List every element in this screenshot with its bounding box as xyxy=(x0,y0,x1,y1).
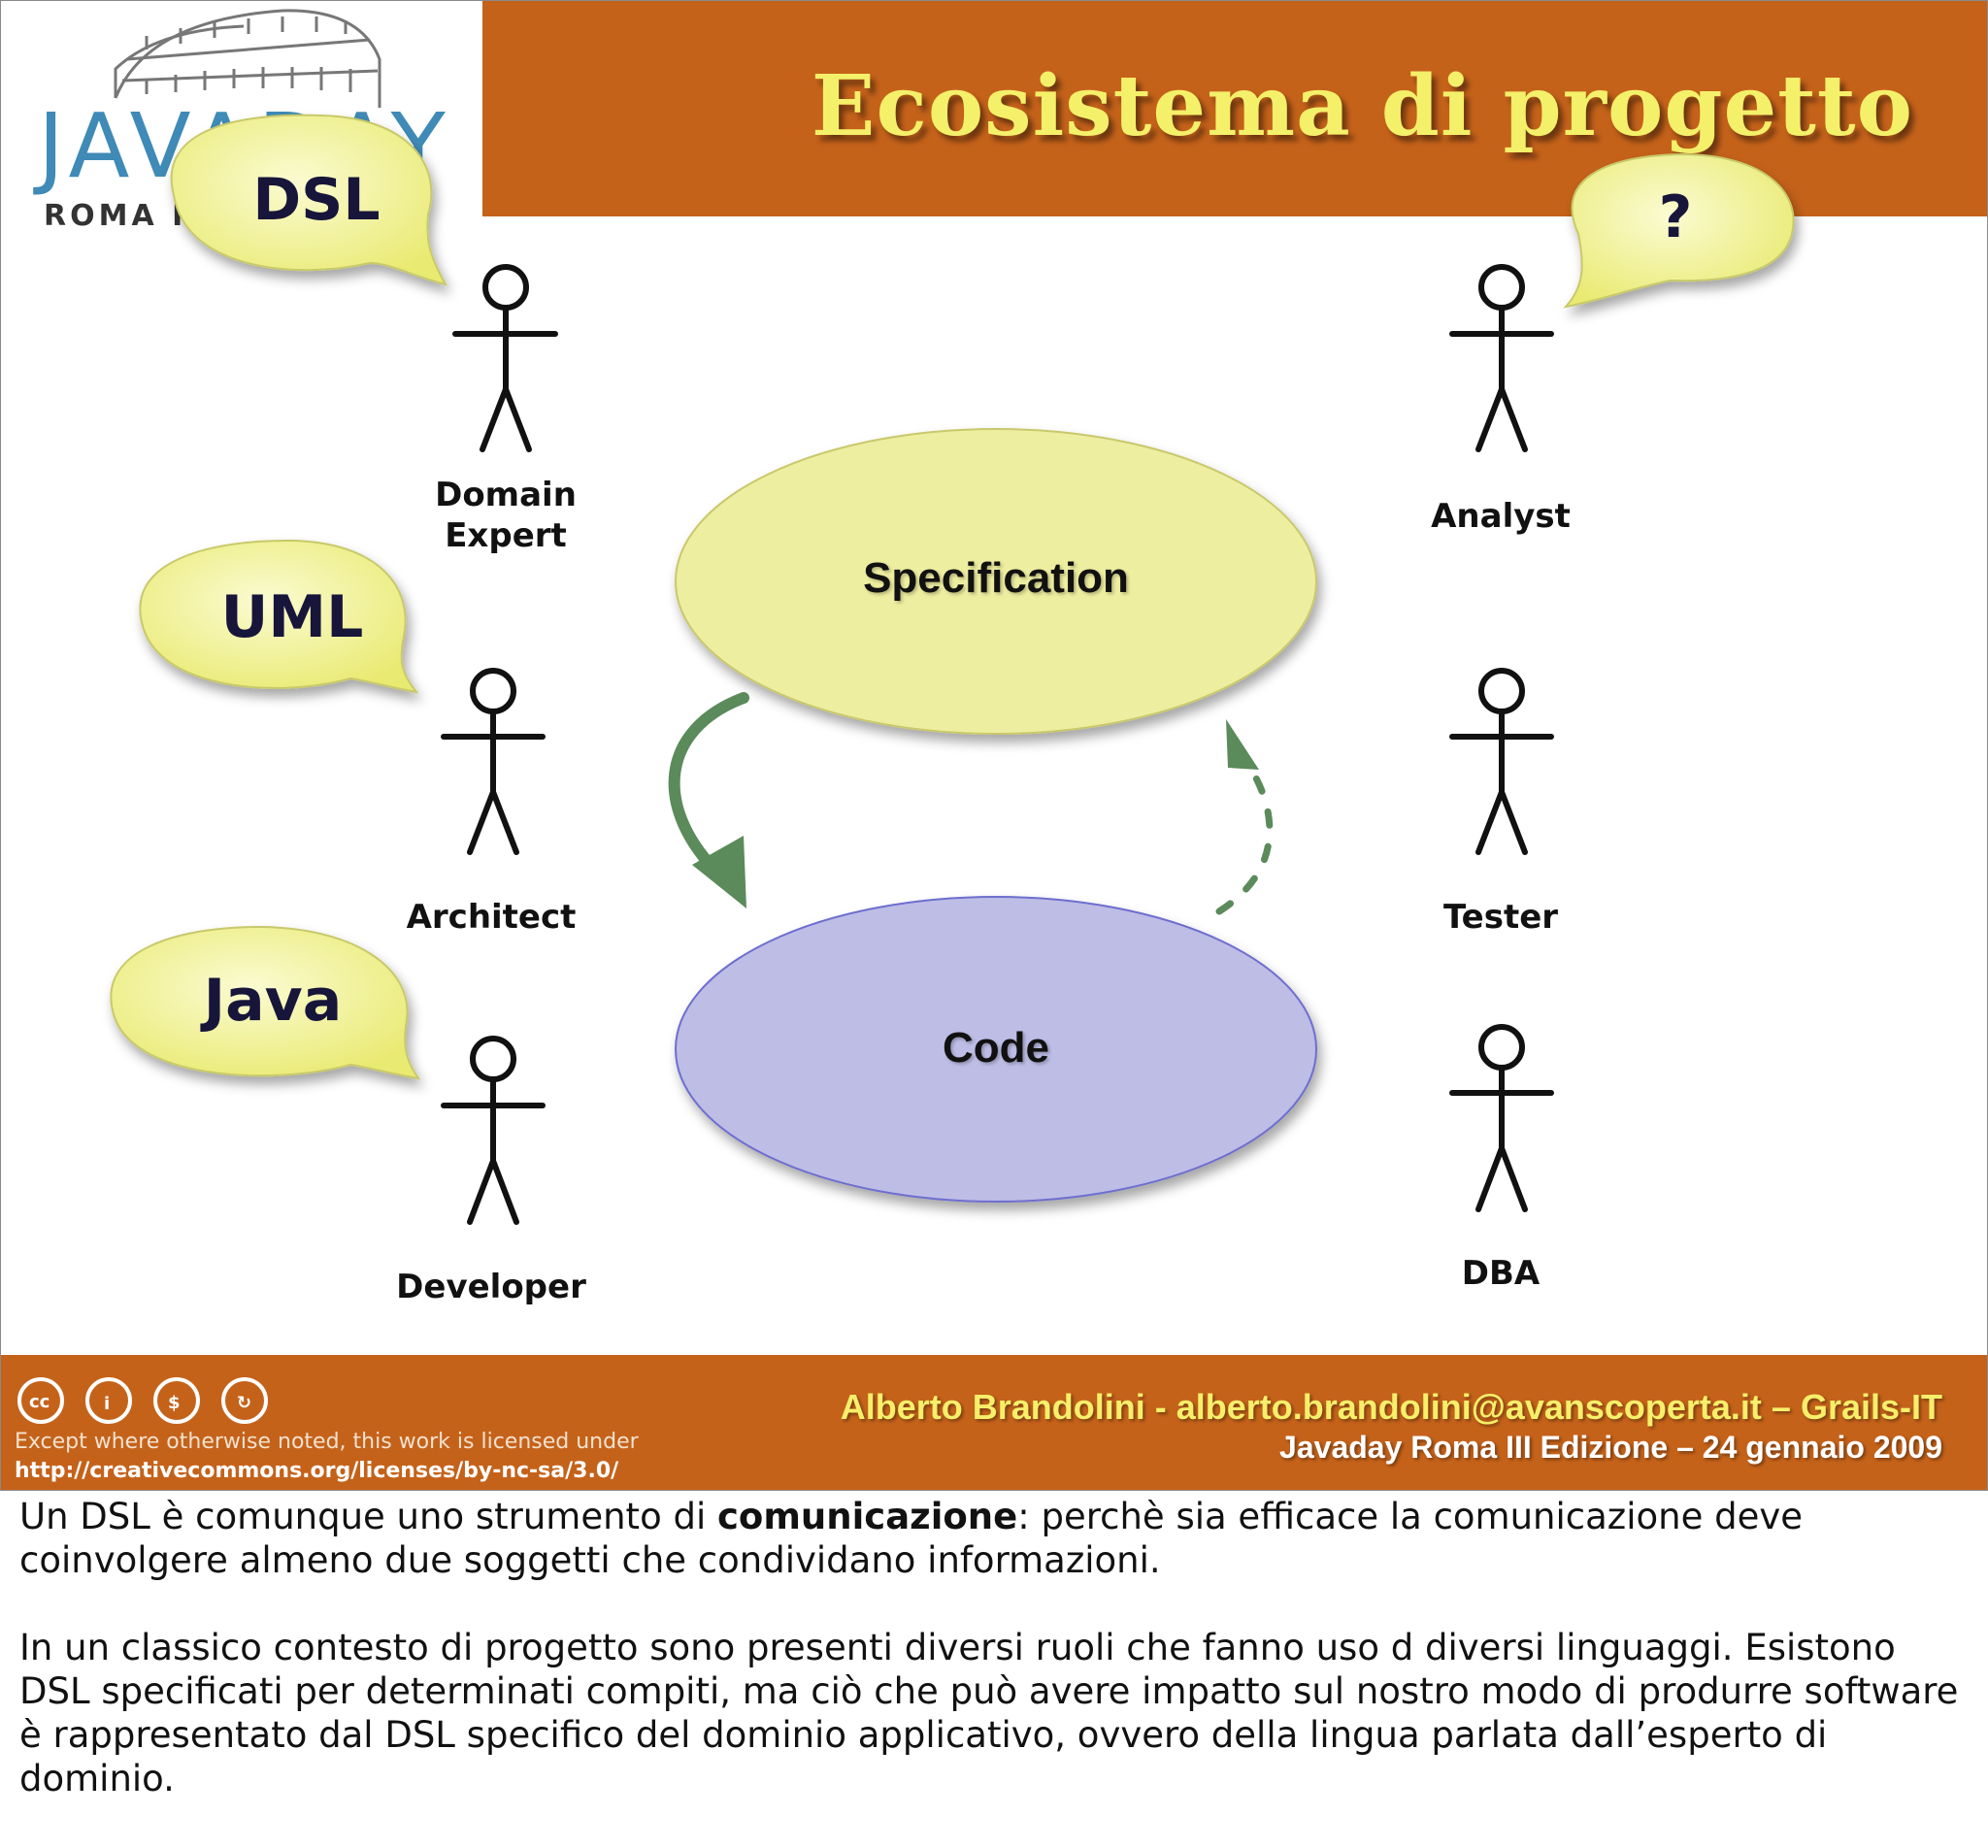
analyst-stick-figure xyxy=(1449,264,1554,452)
notes-paragraph-2: In un classico contesto di progetto sono… xyxy=(19,1627,1959,1799)
colosseum-icon xyxy=(114,9,381,108)
notes-paragraph-1: Un DSL è comunque uno strumento di comun… xyxy=(19,1495,1971,1582)
footer-band xyxy=(1,1355,1987,1490)
creative-commons-icons xyxy=(17,1377,268,1424)
cc-icon xyxy=(17,1377,64,1424)
question-bubble-label: ? xyxy=(1658,183,1693,251)
code-ellipse xyxy=(675,896,1317,1203)
dba-stick-figure xyxy=(1449,1024,1554,1212)
author-line: Alberto Brandolini - alberto.brandolini@… xyxy=(840,1387,1942,1427)
license-link[interactable]: http://creativecommons.org/licenses/by-n… xyxy=(15,1459,619,1483)
notes-p1-start: Un DSL è comunque uno strumento di xyxy=(19,1496,717,1537)
by-icon xyxy=(85,1377,132,1424)
speech-bubble-dsl xyxy=(170,114,448,286)
developer-label: Developer xyxy=(396,1268,586,1306)
slide: JAVADAY ROMA III EDIZIONE Ecosistema di … xyxy=(0,0,1988,1491)
developer-stick-figure xyxy=(441,1036,546,1225)
speech-bubble-uml xyxy=(139,539,419,694)
spec-to-code-arrow xyxy=(668,692,749,880)
tester-stick-figure xyxy=(1449,668,1554,855)
code-to-spec-arrowhead xyxy=(1226,719,1259,770)
uml-bubble-label: UML xyxy=(220,583,364,651)
svg-text:i: i xyxy=(104,1394,110,1414)
dba-label: DBA xyxy=(1461,1254,1541,1293)
sa-icon xyxy=(221,1377,268,1424)
architect-label: Architect xyxy=(406,898,577,937)
tester-label: Tester xyxy=(1442,898,1559,937)
code-label: Code xyxy=(943,1024,1049,1072)
java-bubble-label: Java xyxy=(203,967,343,1035)
analyst-label: Analyst xyxy=(1431,497,1571,536)
svg-text:cc: cc xyxy=(29,1392,50,1412)
speaker-notes: Un DSL è comunque uno strumento di comun… xyxy=(19,1495,1971,1800)
specification-ellipse xyxy=(675,428,1317,735)
nc-icon xyxy=(153,1377,200,1424)
slide-title: Ecosistema di progetto xyxy=(811,57,1913,155)
notes-p1-bold: comunicazione xyxy=(717,1496,1018,1537)
specification-label: Specification xyxy=(863,554,1129,602)
notes-p1-end: : perchè sia efficace la comunicazione d… xyxy=(19,1496,1804,1581)
speech-bubble-java xyxy=(110,925,421,1080)
domain-expert-label-line2: Expert xyxy=(445,516,567,555)
speech-bubble-question xyxy=(1563,152,1795,309)
event-line: Javaday Roma III Edizione – 24 gennaio 2… xyxy=(1279,1430,1942,1465)
domain-expert-label-line1: Domain xyxy=(435,476,577,514)
diagram-canvas: cc i $ ↻ xyxy=(17,114,1795,1424)
code-to-spec-dashed-arrow xyxy=(1215,754,1274,915)
domain-expert-stick-figure xyxy=(452,264,558,452)
svg-text:$: $ xyxy=(168,1393,181,1413)
spec-to-code-arrowhead xyxy=(692,836,746,908)
license-text: Except where otherwise noted, this work … xyxy=(15,1430,639,1454)
domain-expert-label: Domain Expert xyxy=(389,475,622,556)
architect-stick-figure xyxy=(441,668,546,855)
dsl-bubble-label: DSL xyxy=(252,166,381,234)
svg-text:↻: ↻ xyxy=(237,1393,251,1413)
